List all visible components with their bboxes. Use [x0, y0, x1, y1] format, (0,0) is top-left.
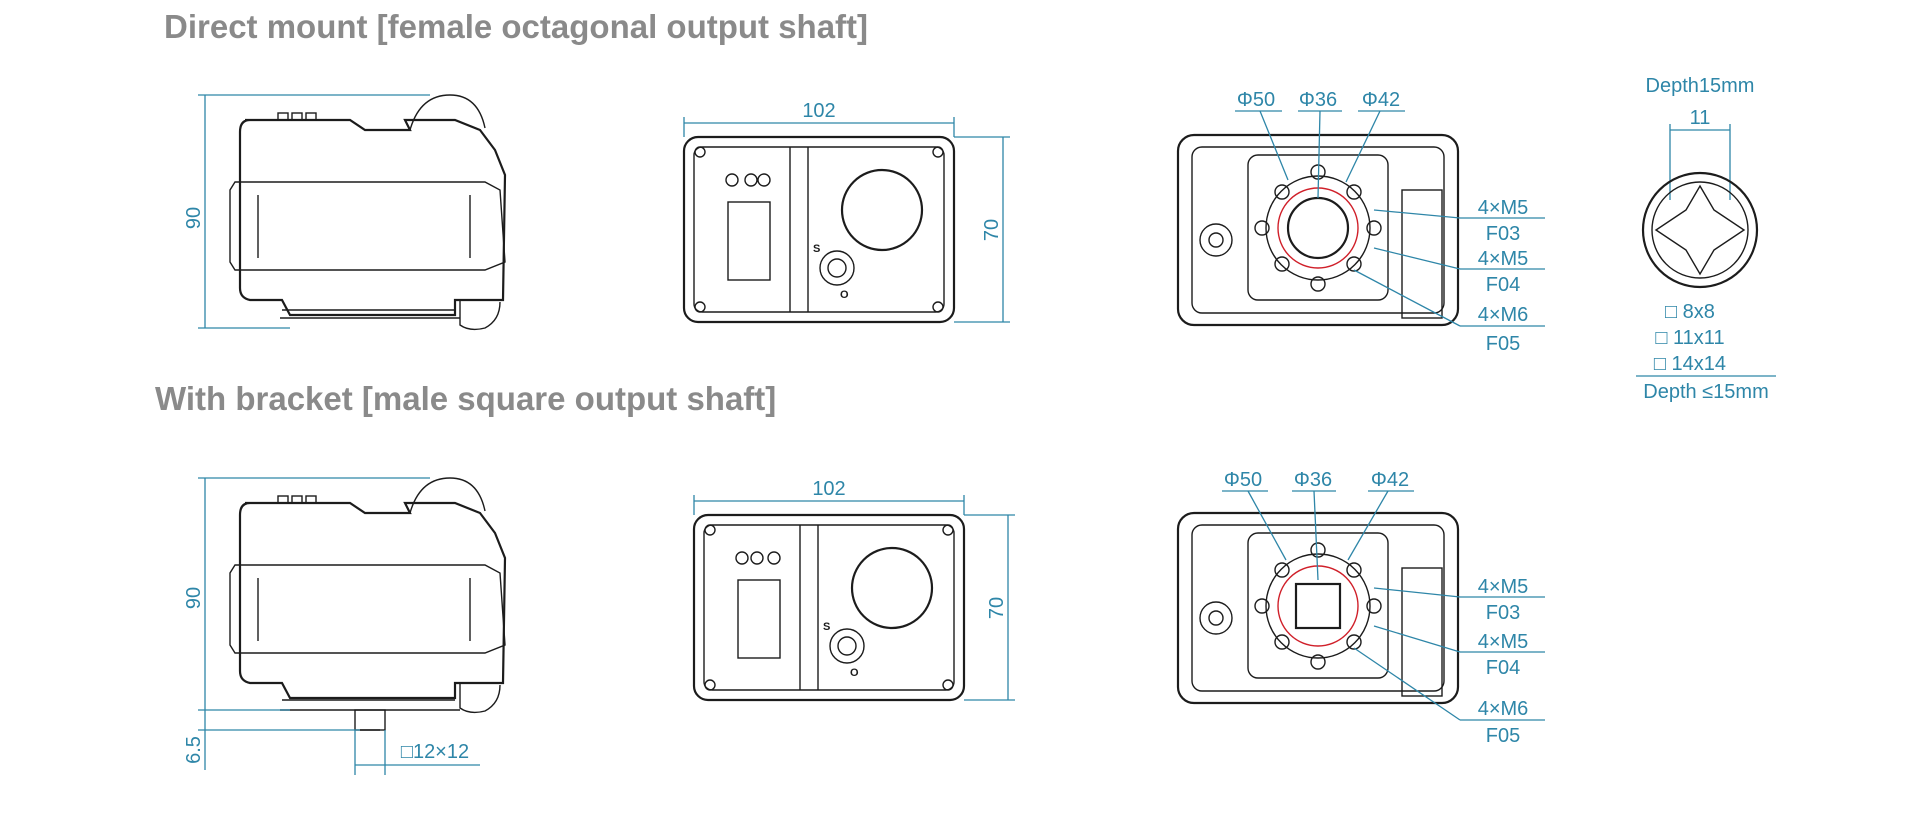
dimension-depth-bracket: 70	[964, 514, 1015, 701]
svg-text:70: 70	[986, 597, 1008, 619]
side-view-direct	[229, 94, 507, 331]
svg-text:□ 11x11: □ 11x11	[1655, 327, 1724, 349]
dim-width-label: 102	[802, 100, 835, 122]
svg-text:O: O	[840, 289, 849, 301]
svg-text:102: 102	[812, 478, 845, 500]
flange-callouts-direct: Φ50 Φ36 Φ42 4×M5 F03 4×M5 F04 4×M6 F05	[1235, 89, 1545, 355]
flange-view-direct	[1176, 133, 1460, 327]
svg-text:F03: F03	[1486, 223, 1520, 245]
svg-text:Φ50: Φ50	[1224, 469, 1262, 491]
svg-text:O: O	[850, 667, 859, 679]
svg-text:4×M5: 4×M5	[1478, 248, 1529, 270]
svg-text:□ 8x8: □ 8x8	[1665, 301, 1715, 323]
dimension-depth-direct: 70	[954, 136, 1010, 323]
svg-text:Φ36: Φ36	[1299, 89, 1337, 111]
side-view-bracket	[229, 477, 507, 731]
svg-text:□ 14x14: □ 14x14	[1654, 353, 1726, 375]
flange-view-bracket	[1176, 511, 1460, 705]
dim-bracket-offset: 6.5	[183, 736, 205, 764]
top-view-bracket: S O	[692, 513, 966, 702]
svg-text:F03: F03	[1486, 602, 1520, 624]
svg-text:F04: F04	[1486, 657, 1520, 679]
svg-text:4×M5: 4×M5	[1478, 576, 1529, 598]
top-view-direct: S O	[682, 135, 956, 324]
dimension-width-direct: 102	[683, 100, 955, 137]
flange-callouts-bracket: Φ50 Φ36 Φ42 4×M5 F03 4×M5 F04 4×M6 F05	[1222, 469, 1545, 747]
svg-text:S: S	[813, 243, 820, 255]
shaft-detail: Depth15mm 11 □ 8x8 □ 11x11 □ 14x14 Depth…	[1636, 75, 1776, 403]
svg-text:S: S	[823, 621, 830, 633]
section-title-direct-mount: Direct mount [female octagonal output sh…	[164, 8, 869, 45]
dim-height-label: 90	[183, 207, 205, 229]
svg-text:Φ42: Φ42	[1371, 469, 1409, 491]
svg-text:4×M6: 4×M6	[1478, 304, 1529, 326]
svg-text:90: 90	[183, 587, 205, 609]
svg-text:4×M5: 4×M5	[1478, 197, 1529, 219]
dimension-height-direct: 90	[183, 94, 430, 329]
shaft-depth-bottom: Depth ≤15mm	[1643, 381, 1768, 403]
svg-text:F05: F05	[1486, 725, 1520, 747]
shaft-across-label: 11	[1690, 107, 1711, 129]
section-title-with-bracket: With bracket [male square output shaft]	[155, 380, 777, 417]
dimension-height-bracket: 90 6.5 □12×12	[183, 477, 480, 775]
svg-text:Φ42: Φ42	[1362, 89, 1400, 111]
svg-text:Φ50: Φ50	[1237, 89, 1275, 111]
svg-text:F04: F04	[1486, 274, 1520, 296]
dim-depth-label: 70	[981, 219, 1003, 241]
svg-text:4×M6: 4×M6	[1478, 698, 1529, 720]
dimension-width-bracket: 102	[693, 478, 965, 515]
svg-text:4×M5: 4×M5	[1478, 631, 1529, 653]
svg-text:F05: F05	[1486, 333, 1520, 355]
dim-square-shaft: □12×12	[401, 741, 469, 763]
svg-text:Φ36: Φ36	[1294, 469, 1332, 491]
shaft-depth-top: Depth15mm	[1646, 75, 1755, 97]
